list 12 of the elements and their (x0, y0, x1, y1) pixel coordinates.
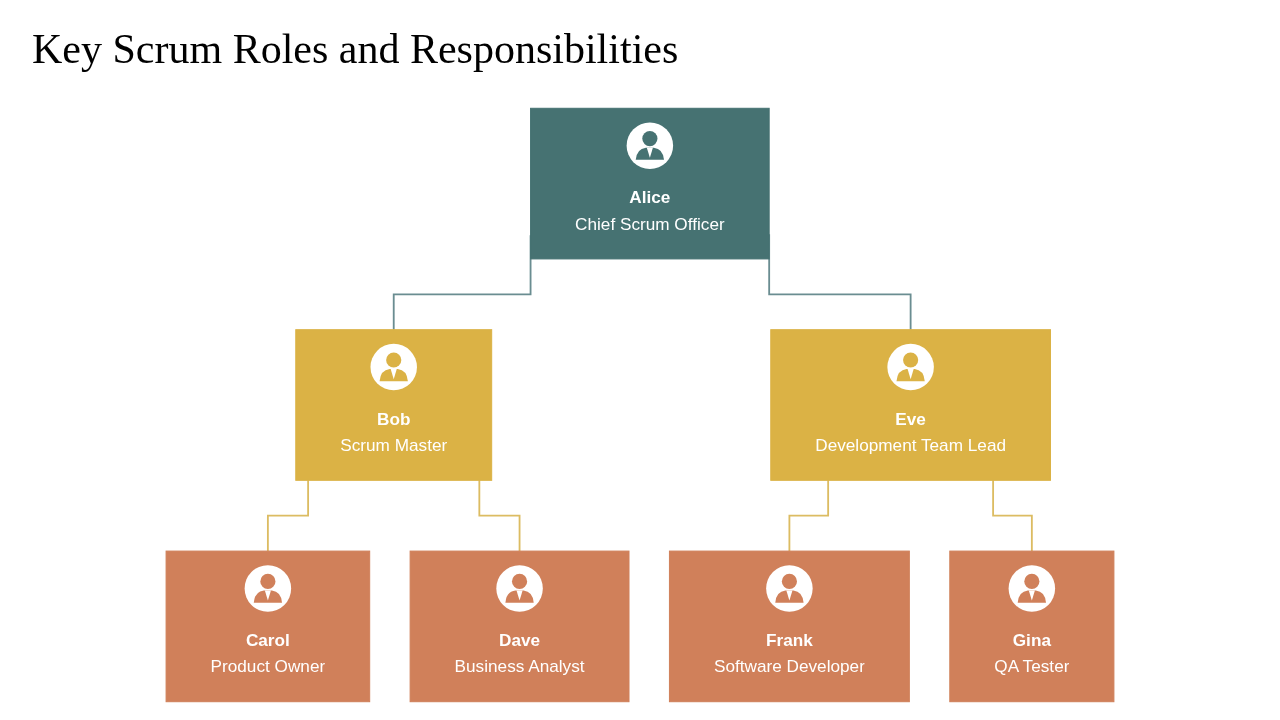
node-box: Frank Software Developer (668, 550, 910, 703)
title: Key Scrum Roles and Responsibilities (32, 26, 679, 73)
node-box: Gina QA Tester (949, 550, 1115, 703)
connector (478, 479, 521, 552)
node-box: Alice Chief Scrum Officer (530, 107, 770, 260)
node-box: Bob Scrum Master (295, 329, 493, 481)
node-box: Carol Product Owner (165, 550, 371, 703)
node-box: Dave Business Analyst (409, 550, 630, 703)
connector (992, 479, 1033, 552)
connector (266, 479, 310, 552)
connector (788, 479, 830, 552)
node-box: Eve Development Team Lead (770, 329, 1051, 481)
